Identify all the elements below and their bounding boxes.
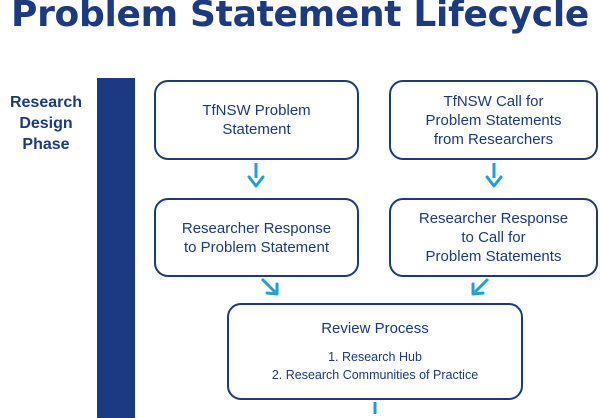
box-text-line: Researcher Response: [418, 210, 569, 227]
review-process-title: Review Process: [321, 320, 429, 337]
box-researcher-response-call: Researcher Response to Call for Problem …: [389, 198, 598, 277]
phase-label-line: Phase: [22, 136, 70, 153]
box-review-process: Review Process 1. Research Hub 2. Resear…: [227, 303, 523, 400]
arrow-problem-to-response: [247, 163, 265, 188]
phase-label-line: Research: [9, 94, 83, 111]
box-text-line: from Researchers: [433, 130, 554, 148]
diagram-title: Problem Statement Lifecycle: [11, 0, 589, 35]
box-text-line: TfNSW Call for: [443, 92, 544, 110]
phase-bar: [97, 78, 135, 418]
box-tfnsw-problem-statement: TfNSW Problem Statement: [154, 80, 359, 160]
review-process-item: 1. Research Hub: [328, 350, 422, 364]
box-text-line: Problem Statements: [425, 248, 562, 265]
box-text-line: to Problem Statement: [183, 238, 330, 256]
box-text-line: to Call for: [461, 229, 526, 246]
box-text-line: TfNSW Problem: [202, 102, 311, 119]
arrow-response-to-review-right: [471, 277, 490, 296]
phase-label: Research Design Phase: [0, 92, 92, 155]
phase-label-line: Design: [19, 115, 73, 132]
box-researcher-response-problem-statement: Researcher Response to Problem Statement: [154, 198, 359, 277]
box-text-line: Researcher Response: [181, 219, 332, 237]
arrow-call-to-response: [485, 163, 503, 188]
box-text-line: Statement: [222, 121, 291, 138]
box-tfnsw-call-for-problem-statements: TfNSW Call for Problem Statements from R…: [389, 80, 598, 160]
arrow-response-to-review-left: [260, 277, 279, 296]
review-process-item: 2. Research Communities of Practice: [271, 368, 479, 382]
box-text-line: Problem Statements: [425, 111, 562, 129]
